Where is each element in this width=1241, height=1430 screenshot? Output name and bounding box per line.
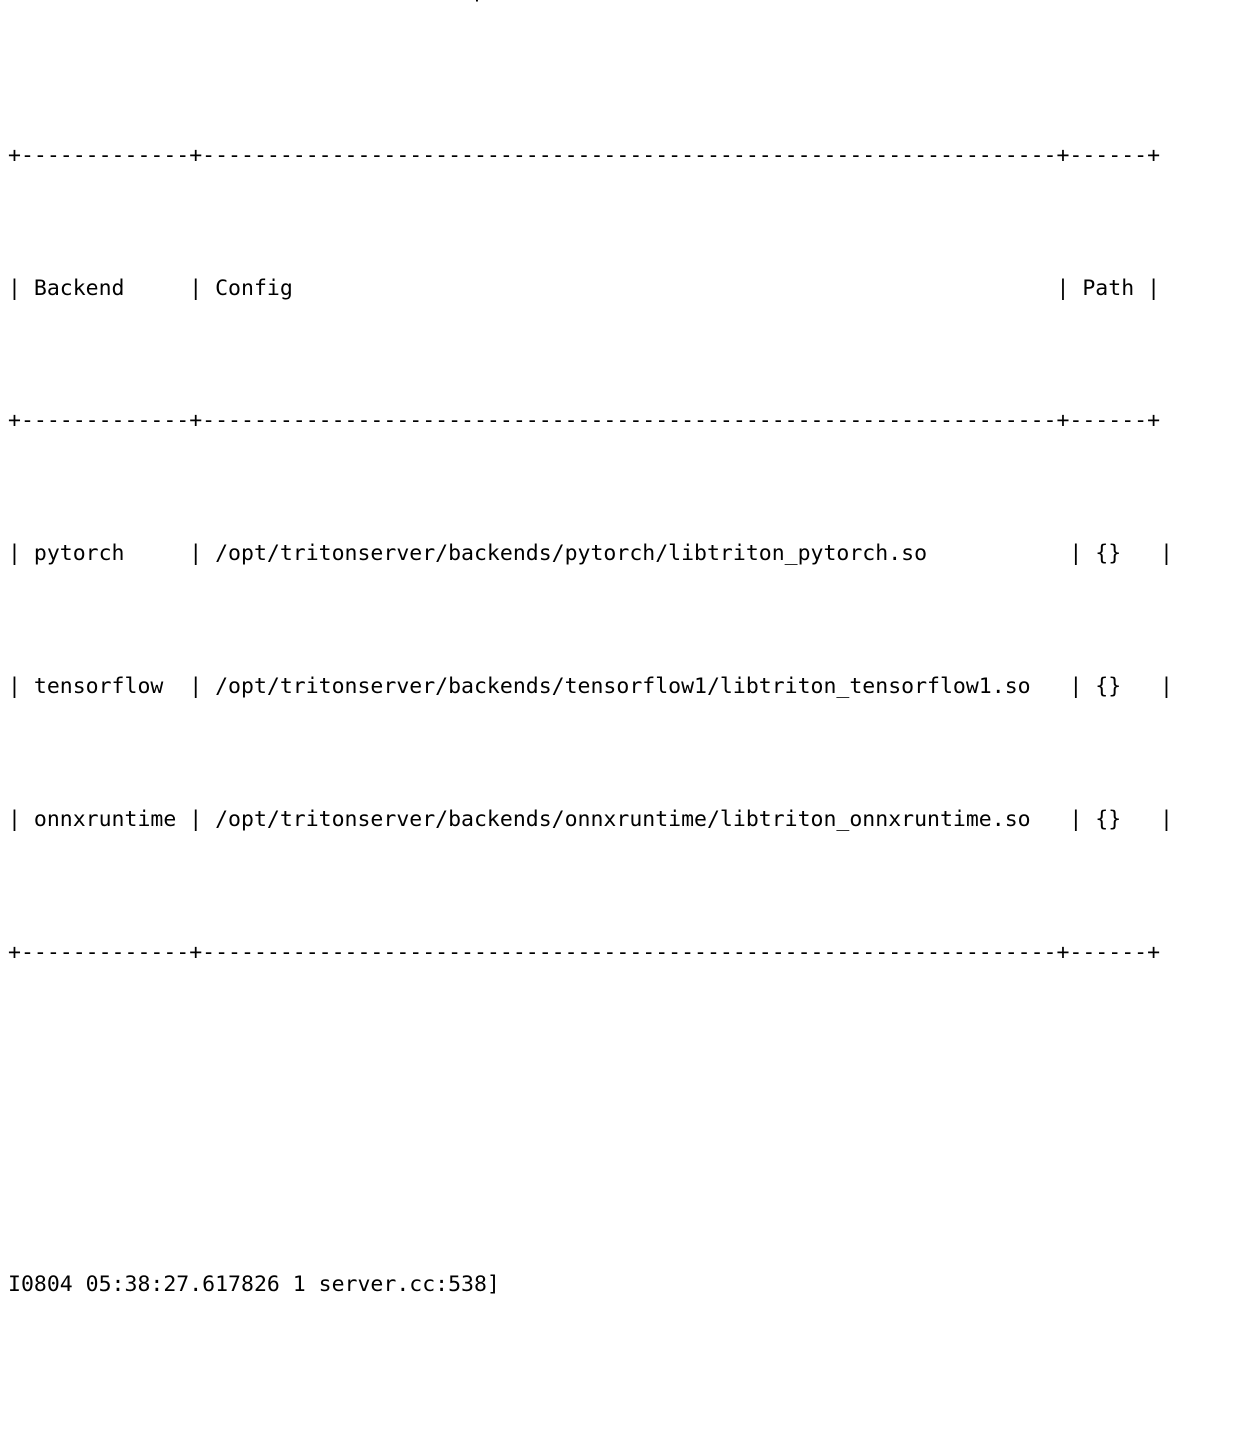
backend-table-row: | tensorflow | /opt/tritonserver/backend… <box>8 674 1173 699</box>
backend-table-row: | pytorch | /opt/tritonserver/backends/p… <box>8 541 1173 567</box>
backend-table-row: | onnxruntime | /opt/tritonserver/backen… <box>8 806 1173 832</box>
blank-line <box>8 1102 1173 1135</box>
server-log-line: I0804 05:38:27.617826 1 server.cc:538] <box>8 1271 500 1297</box>
clipped-scrollback-line: p <box>8 0 487 7</box>
backend-table-header-row: | Backend | Config | Path | <box>8 275 1161 301</box>
backend-table-top-rule: +-------------+-------------------------… <box>8 142 1161 168</box>
backend-table-header-rule: +-------------+-------------------------… <box>8 408 1161 434</box>
terminal-output[interactable]: p +-------------+-----------------------… <box>0 0 1241 1297</box>
backend-table-bottom-rule: +-------------+-------------------------… <box>8 939 1161 965</box>
terminal-text-buffer: +-------------+-------------------------… <box>8 6 1173 1430</box>
